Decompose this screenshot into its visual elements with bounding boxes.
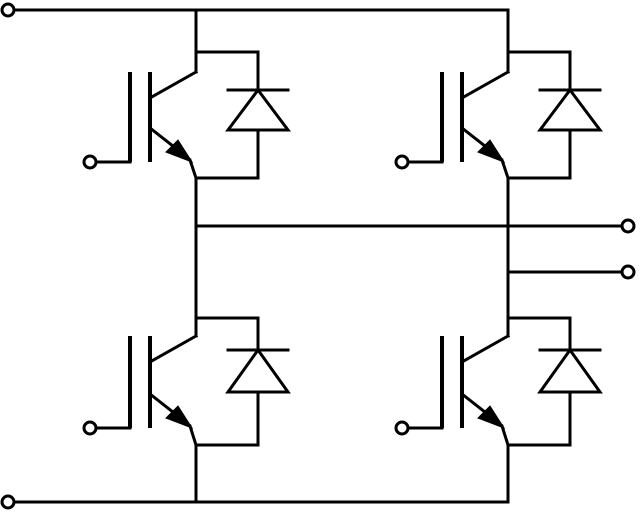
gate-terminal-top-right [394, 154, 410, 170]
switch-bottom-left [82, 316, 291, 447]
emitter-lead [188, 158, 198, 180]
diode-triangle-icon [537, 347, 603, 394]
collector-diagonal [147, 69, 199, 101]
diode-top-wire [194, 316, 260, 352]
diode-triangle-icon [537, 87, 603, 132]
diode-bottom-wire [194, 128, 260, 180]
emitter-arrow-icon [165, 405, 194, 430]
gate-terminal-bottom-right [394, 420, 410, 436]
emitter-arrow-icon [477, 405, 506, 430]
diode-top-wire [506, 316, 572, 352]
diode-bottom-wire [506, 128, 572, 180]
switch-bottom-right [394, 316, 603, 447]
diode-bottom-wire [194, 390, 260, 447]
gate-terminal-top-left [82, 154, 98, 170]
collector-diagonal [147, 333, 199, 365]
emitter-arrow-icon [477, 139, 506, 164]
dc-positive-terminal [0, 2, 16, 18]
dc-negative-terminal [0, 494, 16, 510]
diode-top-wire [194, 50, 260, 92]
switch-top-left [82, 50, 291, 180]
emitter-lead [500, 158, 510, 180]
diode-triangle-icon [225, 347, 291, 394]
diode-top-wire [506, 50, 572, 92]
collector-diagonal [459, 333, 511, 365]
collector-diagonal [459, 69, 511, 101]
emitter-arrow-icon [165, 139, 194, 164]
gate-terminal-bottom-left [82, 420, 98, 436]
output-b-terminal [620, 264, 636, 280]
switch-top-right [394, 50, 603, 180]
diode-triangle-icon [225, 87, 291, 132]
emitter-lead [500, 424, 510, 447]
emitter-lead [188, 424, 198, 447]
diode-bottom-wire [506, 390, 572, 447]
output-a-terminal [620, 218, 636, 234]
